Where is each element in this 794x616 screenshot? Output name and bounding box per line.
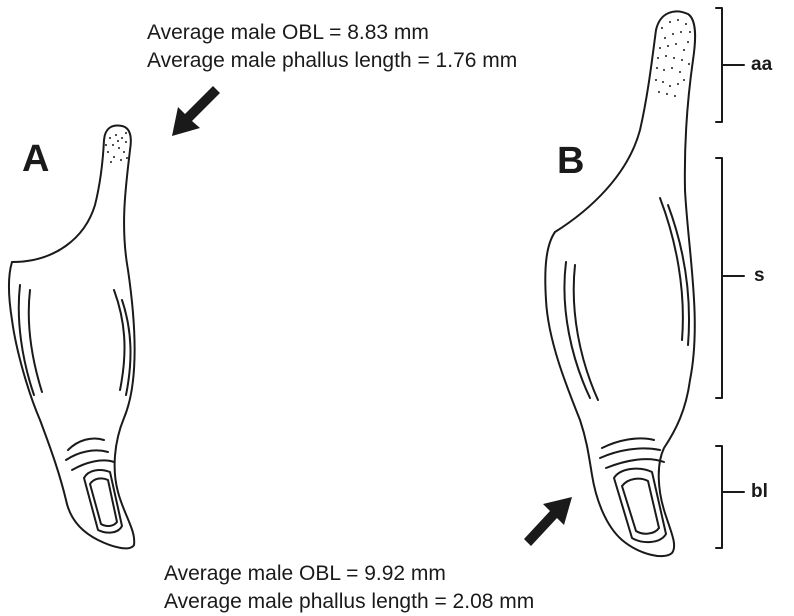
bracket-label-bl: bl xyxy=(751,482,768,502)
caption-b-obl: Average male OBL = 9.92 mm xyxy=(164,560,534,588)
panel-label-b: B xyxy=(557,142,584,180)
specimen-b-stipple xyxy=(655,19,691,97)
specimen-a-stipple xyxy=(105,132,128,163)
caption-specimen-b: Average male OBL = 9.92 mm Average male … xyxy=(164,560,534,616)
caption-a-phallus-length: Average male phallus length = 1.76 mm xyxy=(147,47,517,75)
panel-label-a: A xyxy=(22,140,49,178)
bracket-aa xyxy=(716,8,744,122)
caption-b-phallus-length: Average male phallus length = 2.08 mm xyxy=(164,588,534,616)
specimen-b-outline xyxy=(545,11,695,556)
bracket-label-aa: aa xyxy=(751,55,772,75)
specimen-a-outline xyxy=(9,126,135,549)
bracket-label-s: s xyxy=(754,266,765,286)
bracket-bl xyxy=(716,446,744,548)
arrow-to-a xyxy=(172,86,220,136)
arrow-to-b xyxy=(524,497,572,546)
caption-a-obl: Average male OBL = 8.83 mm xyxy=(147,19,517,47)
bracket-s xyxy=(716,158,744,398)
caption-specimen-a: Average male OBL = 8.83 mm Average male … xyxy=(147,19,517,75)
